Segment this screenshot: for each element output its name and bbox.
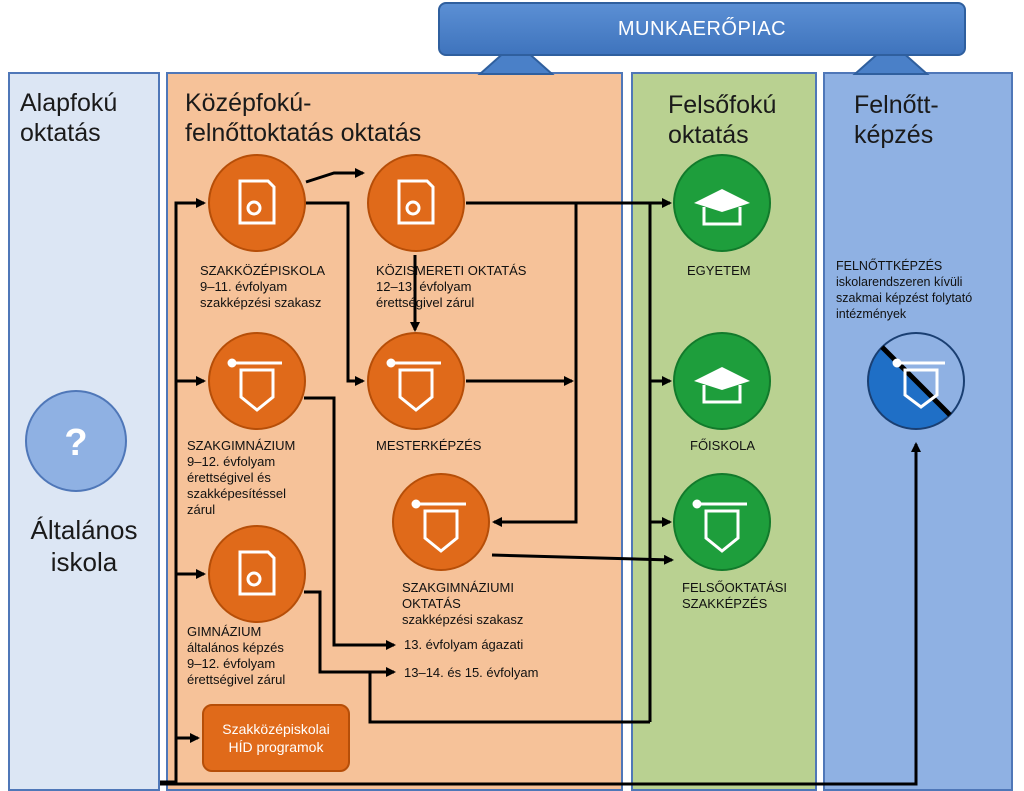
egyetem-label: EGYETEM [687, 263, 751, 279]
foiskola-line-1: FŐISKOLA [690, 438, 756, 453]
gimn-line-3: 9–12. évfolyam [187, 656, 276, 671]
shield-icon [692, 499, 747, 553]
document-icon [238, 179, 276, 225]
kozismereti-line-1: KÖZISMERETI OKTATÁS [376, 263, 527, 278]
evfolyam-text: 13–14. és 15. évfolyam [404, 665, 539, 680]
mester-node [367, 332, 465, 430]
basic-school-line-2: iskola [50, 547, 118, 577]
felnott-node [867, 332, 965, 430]
agazati-text: 13. évfolyam ágazati [404, 637, 524, 652]
szakgimn-okt-label: SZAKGIMNÁZIUMI OKTATÁS szakképzési szaka… [402, 580, 523, 628]
szakgimn-okt-line-1: SZAKGIMNÁZIUMI [402, 580, 514, 595]
szakgimn-line-1: SZAKGIMNÁZIUM [187, 438, 296, 453]
szakkozep-line-3: szakképzési szakasz [200, 295, 322, 310]
foiskola-label: FŐISKOLA [690, 438, 755, 454]
secondary-title-line-1: Középfokú- [185, 89, 312, 117]
felnott-line-4: intézmények [836, 307, 907, 321]
secondary-title: Középfokú- felnőttoktatás oktatás [185, 88, 421, 148]
arrow-gimn-evfolyam [304, 590, 396, 677]
labor-market-label: MUNKAERŐPIAC [617, 17, 787, 40]
hid-programs-box: Szakközépiskolai HÍD programok [202, 704, 350, 772]
adult-title: Felnőtt- képzés [854, 90, 939, 150]
evfolyam-label: 13–14. és 15. évfolyam [404, 665, 538, 681]
arrow-szakgimn-agazati [304, 396, 396, 650]
gimn-line-4: érettségivel zárul [187, 672, 286, 687]
szakkozep-label: SZAKKÖZÉPISKOLA 9–11. évfolyam szakképzé… [200, 263, 325, 311]
basic-title: Alapfokú oktatás [20, 88, 117, 148]
document-icon [397, 179, 435, 225]
felnott-line-1: FELNŐTTKÉPZÉS [836, 259, 943, 273]
basic-title-line-1: Alapfokú [20, 89, 118, 117]
arrow-to-szakkozep [160, 198, 206, 784]
higher-title-line-1: Felsőfokú [668, 91, 777, 119]
szakgimn-line-4: szakképesítéssel [187, 486, 286, 501]
felsookt-line-1: FELSŐOKTATÁSI [682, 580, 787, 595]
szakkozep-node [208, 154, 306, 252]
graduation-cap-icon [694, 189, 750, 226]
egyetem-line-1: EGYETEM [687, 263, 751, 278]
higher-title-line-2: oktatás [668, 121, 749, 149]
felsookt-node [673, 473, 771, 571]
szakkozep-line-2: 9–11. évfolyam [200, 279, 288, 294]
higher-title: Felsőfokú oktatás [668, 90, 776, 150]
arrow-bottom-trunk [368, 672, 650, 724]
basic-school-label: Általános iskola [8, 514, 160, 578]
adult-title-line-2: képzés [854, 121, 934, 149]
adult-title-line-1: Felnőtt- [854, 91, 939, 119]
hid-line-2: HÍD programok [228, 739, 324, 755]
shield-icon [411, 499, 466, 553]
foiskola-node [673, 332, 771, 430]
kozismereti-line-3: érettségivel zárul [376, 295, 475, 310]
column-adult [823, 72, 1013, 791]
szakgimn-okt-line-2: OKTATÁS [402, 596, 461, 611]
graduation-cap-icon [694, 367, 750, 404]
gimn-line-1: GIMNÁZIUM [187, 624, 262, 639]
arrow-szakgimn-okt-felsookt [491, 553, 674, 565]
kozismereti-label: KÖZISMERETI OKTATÁS 12–13. évfolyam éret… [376, 263, 526, 311]
basic-school-line-1: Általános [30, 515, 138, 545]
felsookt-label: FELSŐOKTATÁSI SZAKKÉPZÉS [682, 580, 787, 612]
szakgimn-line-2: 9–12. évfolyam [187, 454, 276, 469]
szakkozep-line-1: SZAKKÖZÉPISKOLA [200, 263, 325, 278]
question-mark-icon: ? [64, 422, 87, 464]
szakgimn-line-3: érettségivel és [187, 470, 271, 485]
arrow-trunk-szakgimn-okt [492, 203, 578, 527]
felnott-label: FELNŐTTKÉPZÉS iskolarendszeren kívüli sz… [836, 258, 972, 322]
basic-question-badge: ? [25, 390, 127, 492]
shield-icon [386, 358, 441, 412]
shield-icon [892, 358, 945, 409]
szakgimn-okt-line-3: szakképzési szakasz [402, 612, 524, 627]
basic-title-line-2: oktatás [20, 119, 101, 147]
connectors [160, 168, 921, 786]
arrow-to-adult [160, 442, 921, 786]
labor-market-banner: MUNKAERŐPIAC [438, 2, 966, 56]
egyetem-node [673, 154, 771, 252]
szakgimn-okt-node [392, 473, 490, 571]
shield-icon [227, 358, 282, 412]
szakgimn-label: SZAKGIMNÁZIUM 9–12. évfolyam érettségive… [187, 438, 295, 518]
document-icon [238, 550, 276, 596]
gimn-node [208, 525, 306, 623]
felsookt-line-2: SZAKKÉPZÉS [682, 596, 768, 611]
arrow-szakkozep-mester [304, 201, 365, 386]
gimn-label: GIMNÁZIUM általános képzés 9–12. évfolya… [187, 624, 285, 688]
hid-line-1: Szakközépiskolai [222, 721, 330, 737]
mester-line-1: MESTERKÉPZÉS [376, 438, 482, 453]
felnott-line-2: iskolarendszeren kívüli [836, 275, 963, 289]
kozismereti-line-2: 12–13. évfolyam [376, 279, 472, 294]
kozismereti-node [367, 154, 465, 252]
secondary-title-line-2: felnőttoktatás oktatás [185, 119, 422, 147]
gimn-line-2: általános képzés [187, 640, 284, 655]
arrow-szakkozep-kozismereti [305, 168, 365, 184]
mester-label: MESTERKÉPZÉS [376, 438, 481, 454]
agazati-label: 13. évfolyam ágazati [404, 637, 523, 653]
szakgimn-line-5: zárul [187, 502, 216, 517]
szakgimn-node [208, 332, 306, 430]
felnott-line-3: szakmai képzést folytató [836, 291, 973, 305]
